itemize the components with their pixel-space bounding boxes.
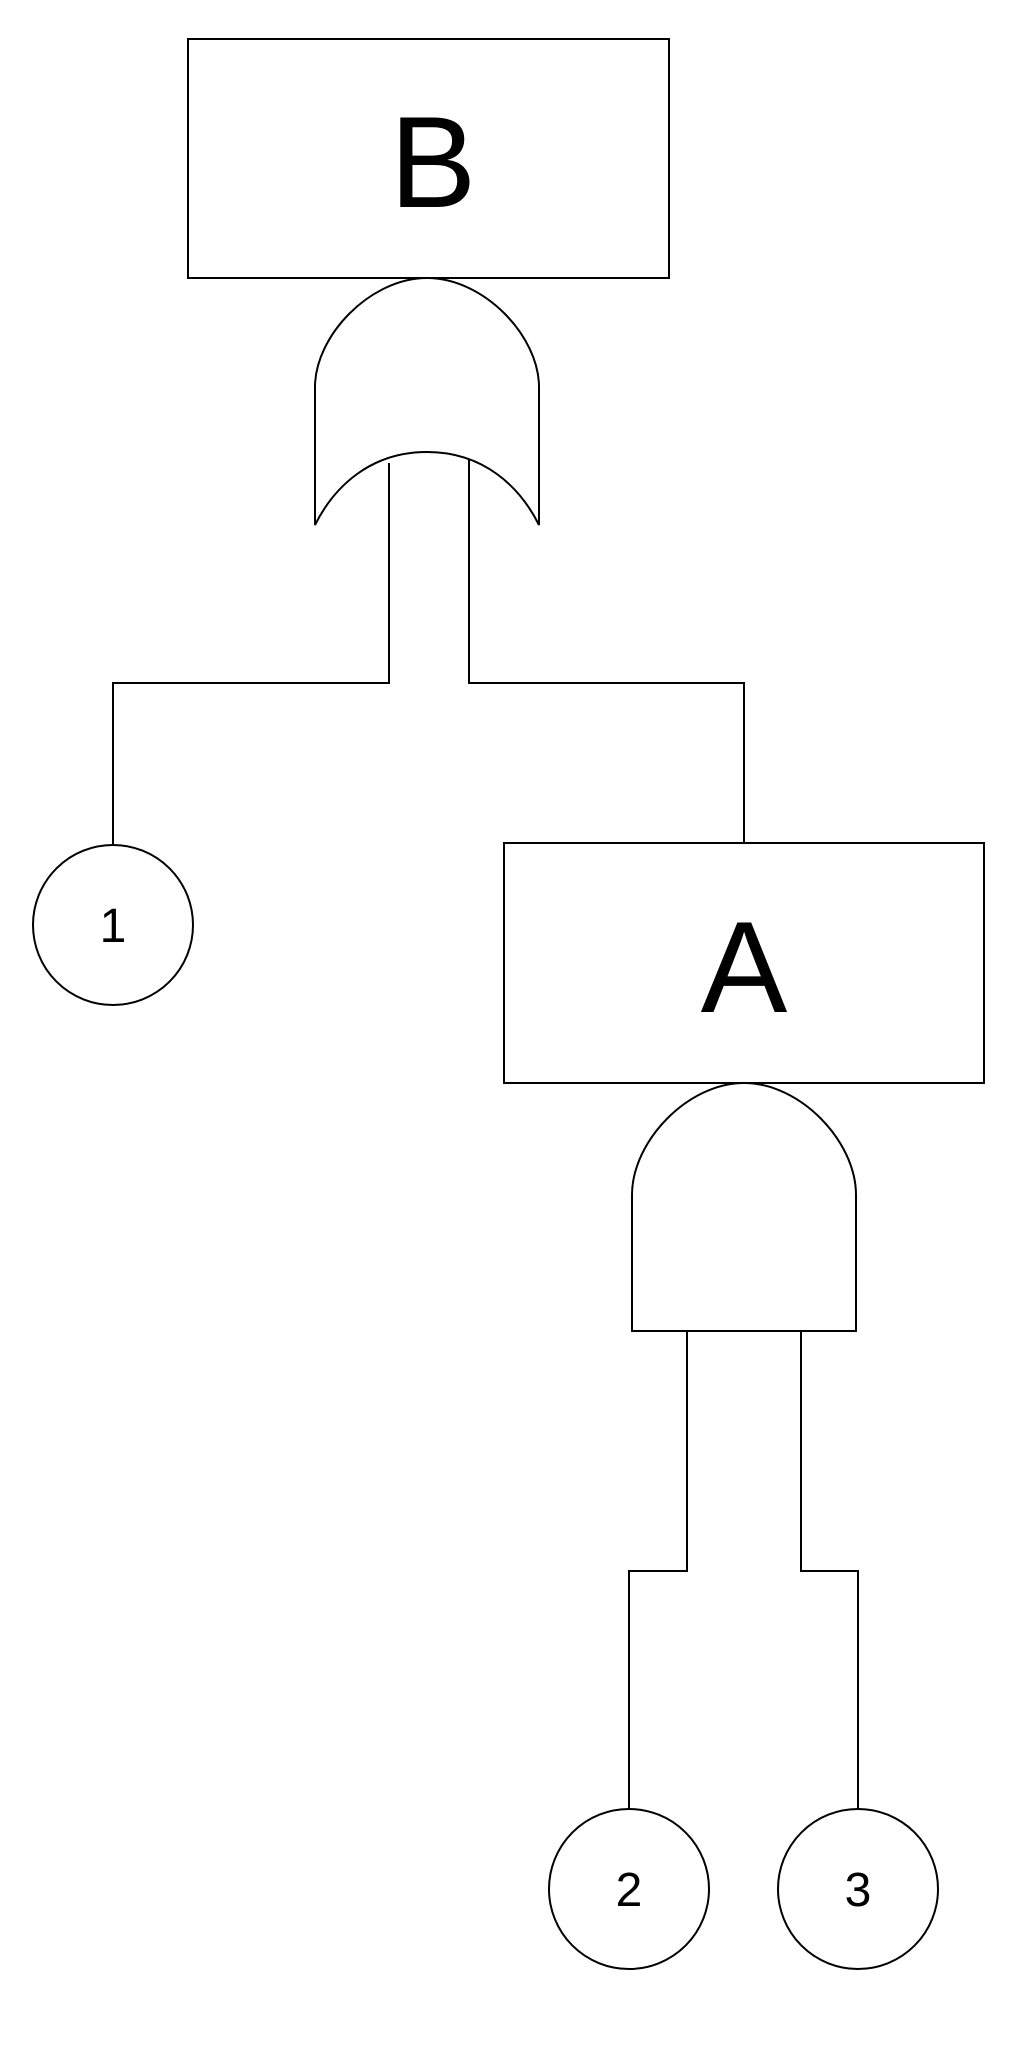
basic-event-3-circle: [777, 1808, 939, 1970]
top-event-label: B: [390, 89, 477, 235]
basic-event-1-label: 1: [100, 900, 127, 953]
connectors: [112, 458, 859, 1811]
basic-event-2: 2: [548, 1808, 710, 1970]
intermediate-event-box: [503, 842, 985, 1084]
or-gate-to-event-a-line: [468, 458, 745, 843]
basic-event-3-label: 3: [845, 1864, 872, 1917]
intermediate-event-label: A: [701, 894, 788, 1040]
basic-event-2-circle: [548, 1808, 710, 1970]
or-gate-icon: [314, 276, 540, 526]
and-gate-to-event-3-line: [800, 1331, 859, 1811]
top-event-b: B: [187, 38, 670, 279]
and-gate-icon: [631, 1081, 857, 1332]
and-gate-to-event-2-line: [628, 1331, 688, 1811]
basic-event-2-label: 2: [616, 1864, 643, 1917]
basic-event-3: 3: [777, 1808, 939, 1970]
basic-event-1-circle: [32, 844, 194, 1006]
basic-event-1: 1: [32, 844, 194, 1006]
top-event-box: [187, 38, 670, 279]
or-gate-to-event-1-line: [112, 463, 390, 846]
intermediate-event-a: A: [503, 842, 985, 1084]
